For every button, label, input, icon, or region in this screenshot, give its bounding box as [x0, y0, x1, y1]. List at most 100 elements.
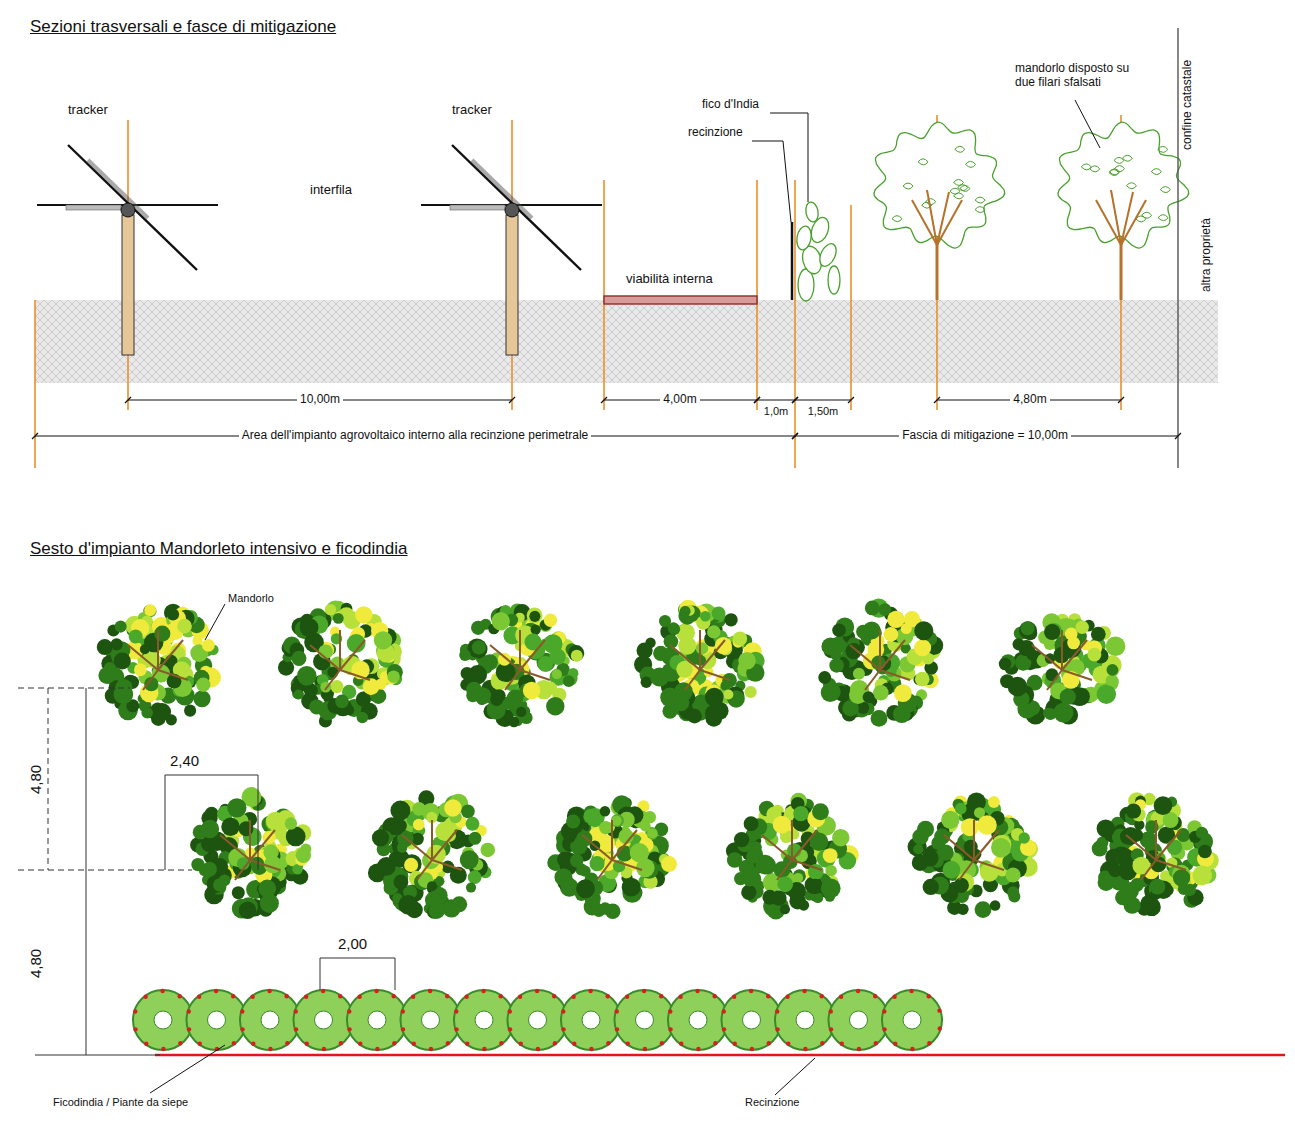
tree-branch [974, 830, 999, 860]
tree-branch [973, 820, 975, 860]
leaf-cluster [372, 829, 389, 846]
tree-branch [850, 645, 880, 670]
leaf-detail [950, 188, 960, 194]
leaf-cluster [1106, 636, 1126, 656]
leaf-cluster [555, 868, 573, 886]
dimension-tick [125, 397, 131, 403]
cactus-pad [795, 225, 813, 251]
leader-line [205, 604, 225, 640]
leaf-cluster [134, 663, 147, 676]
tree-branch [157, 630, 159, 670]
tree-branch [339, 630, 341, 670]
leaf-cluster [387, 670, 400, 683]
tree-branch [402, 835, 432, 860]
tree-branch [944, 835, 974, 860]
tree-branch [340, 640, 365, 670]
fruit-dot [144, 1042, 148, 1046]
fruit-dot [840, 1042, 844, 1046]
reference-line [603, 180, 605, 410]
fruit-dot [553, 1041, 557, 1045]
hedge-plant [882, 990, 942, 1050]
hedge-center [689, 1011, 707, 1029]
hedge-center [743, 1011, 761, 1029]
leaf-cluster [744, 816, 759, 831]
dimension-line [795, 400, 851, 401]
leaf-cluster [444, 799, 461, 816]
leaf-detail [966, 161, 976, 167]
leaf-cluster [805, 876, 822, 893]
leaf-cluster [743, 875, 755, 887]
leaf-cluster [733, 631, 747, 645]
leaf-detail [903, 183, 913, 189]
leader-line [150, 1045, 225, 1093]
callout-label: Recinzione [745, 1096, 799, 1109]
leaf-cluster [659, 615, 671, 627]
leaf-detail [1110, 169, 1120, 175]
leaf-detail [1122, 155, 1132, 161]
leaf-detail [1151, 169, 1161, 175]
tracker-symbol [37, 145, 218, 355]
tree-branch [791, 820, 793, 860]
leaf-cluster [1149, 879, 1165, 895]
tree-branch [582, 835, 612, 860]
hedge-center [261, 1011, 279, 1029]
fruit-dot [615, 1009, 619, 1013]
fruit-dot [187, 1009, 191, 1013]
leaf-cluster [715, 637, 732, 654]
fruit-dot [322, 1047, 326, 1051]
leaf-cluster [568, 645, 584, 661]
tree-branch [927, 190, 937, 245]
leaf-cluster [771, 890, 787, 906]
dimension-line [757, 400, 795, 401]
tree-branch [520, 670, 550, 680]
tree-branch [519, 630, 521, 670]
fruit-dot [143, 995, 147, 999]
leaf-cluster [363, 678, 380, 695]
leaf-cluster [472, 640, 486, 654]
leaf-cluster [941, 811, 959, 829]
fruit-dot [679, 1042, 683, 1046]
fruit-dot [589, 1047, 593, 1051]
leaf-cluster [1044, 624, 1060, 640]
almond-tree [459, 603, 584, 727]
callout-label: interfila [310, 183, 352, 198]
fruit-dot [857, 1047, 861, 1051]
prickly-pear-hedge [615, 989, 675, 1051]
cactus-pad [828, 266, 840, 294]
tracker-post [506, 215, 518, 355]
tree-branch [490, 645, 520, 670]
fruit-dot [481, 989, 485, 993]
leaf-cluster [1196, 827, 1208, 839]
fruit-dot [937, 1008, 941, 1012]
leaf-cluster [398, 895, 418, 915]
prickly-pear-hedge [347, 989, 407, 1051]
fruit-dot [820, 994, 824, 998]
leaf-cluster [355, 606, 372, 623]
almond-tree [547, 795, 677, 919]
leaf-cluster [999, 658, 1012, 671]
fruit-dot [250, 995, 254, 999]
tree-branch [880, 640, 905, 670]
dimension-extension [35, 1055, 160, 1056]
leaf-cluster [773, 816, 791, 834]
almond-tree [97, 604, 221, 726]
leaf-cluster [825, 865, 837, 877]
dimension-line [165, 775, 258, 870]
leaf-cluster [821, 878, 841, 898]
leaf-cluster [546, 697, 564, 715]
dimension-label: 1,50m [805, 405, 842, 418]
leaf-cluster [991, 838, 1011, 858]
tracker-symbol [421, 145, 602, 355]
hedge-plant [775, 990, 835, 1050]
leaf-cluster [988, 796, 1000, 808]
prickly-pear-hedge [508, 989, 568, 1051]
leaf-cluster [394, 875, 409, 890]
fruit-dot [240, 1009, 244, 1013]
fruit-dot [749, 989, 753, 993]
leaf-cluster [934, 829, 950, 845]
solar-panel [68, 145, 197, 270]
leaf-cluster [1184, 884, 1196, 896]
hedge-center [582, 1011, 600, 1029]
leaf-cluster [1154, 796, 1173, 815]
